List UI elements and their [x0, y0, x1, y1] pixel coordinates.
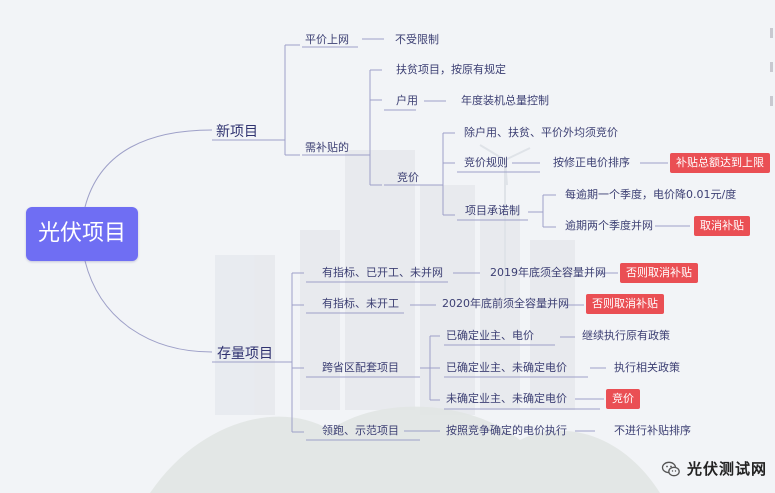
node-quota-not-started: 有指标、未开工	[322, 297, 399, 310]
tag-quota-not-started-cancel: 否则取消补贴	[586, 294, 664, 314]
node-leader-result: 不进行补贴排序	[614, 424, 691, 437]
root-node: 光伏项目	[26, 207, 138, 261]
node-parity: 平价上网	[305, 33, 349, 46]
node-subsidy: 需补贴的	[305, 141, 349, 154]
node-bidding-rule: 竞价规则	[464, 156, 508, 169]
node-cross-b-detail: 执行相关政策	[614, 361, 680, 374]
node-bidding: 竞价	[397, 171, 419, 184]
tag-subsidy-cap: 补贴总额达到上限	[670, 153, 770, 173]
node-commitment: 项目承诺制	[465, 204, 520, 217]
node-bidding-note: 除户用、扶贫、平价外均须竞价	[464, 126, 618, 139]
node-leader-detail: 按照竞争确定的电价执行	[446, 424, 567, 437]
node-cross-c: 未确定业主、未确定电价	[446, 392, 567, 405]
edge-mark	[770, 96, 773, 106]
node-parity-detail: 不受限制	[395, 33, 439, 46]
tag-quota-started-cancel: 否则取消补贴	[620, 263, 698, 283]
branch-existing-project: 存量项目	[217, 346, 273, 362]
branch-new-project: 新项目	[216, 124, 258, 140]
node-cross-a-detail: 继续执行原有政策	[582, 329, 670, 342]
watermark: 光伏测试网	[661, 458, 767, 479]
edge-mark	[770, 28, 773, 38]
node-cross-a: 已确定业主、电价	[446, 329, 534, 342]
node-leader: 领跑、示范项目	[322, 424, 399, 437]
node-quota-started-detail: 2019年底须全容量并网	[490, 266, 606, 279]
tag-bidding: 竞价	[606, 389, 640, 409]
node-delay-two-quarters: 逾期两个季度并网	[565, 219, 653, 232]
node-quota-not-started-detail: 2020年底前须全容量并网	[442, 297, 569, 310]
node-bidding-rule-detail: 按修正电价排序	[553, 156, 630, 169]
edge-mark	[770, 62, 773, 72]
node-cross-b: 已确定业主、未确定电价	[446, 361, 567, 374]
node-household-detail: 年度装机总量控制	[461, 94, 549, 107]
node-cross-province: 跨省区配套项目	[322, 361, 399, 374]
wechat-icon	[661, 461, 680, 476]
node-quota-started: 有指标、已开工、未并网	[322, 266, 443, 279]
node-household: 户用	[396, 94, 418, 107]
tag-cancel-subsidy: 取消补贴	[694, 216, 750, 236]
node-poverty: 扶贫项目，按原有规定	[396, 63, 506, 76]
node-delay-one-quarter: 每逾期一个季度，电价降0.01元/度	[565, 188, 737, 201]
watermark-text: 光伏测试网	[686, 460, 767, 478]
